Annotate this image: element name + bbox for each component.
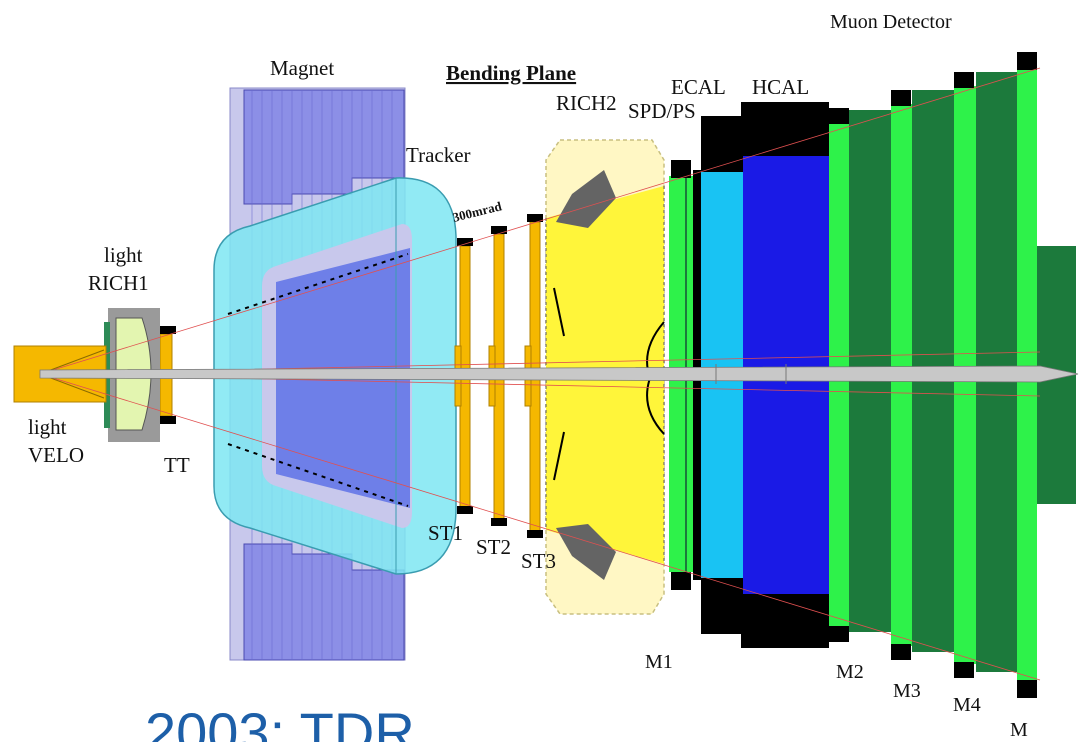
velo-label-line1: light (28, 415, 67, 439)
velo-label-line2: VELO (28, 443, 84, 467)
muon-support-block (1017, 680, 1037, 698)
st3-block (527, 214, 543, 222)
m4-label: M4 (953, 694, 981, 716)
beam-pipe-body (39, 365, 1079, 383)
angle-label: 300mrad (451, 198, 504, 225)
rich2-mirror-bottom (553, 431, 565, 481)
tracker-label: Tracker (406, 143, 471, 167)
rich2-photodetector-top (556, 170, 616, 228)
ecal-shield-top (701, 116, 743, 172)
bending-plane-label: Bending Plane (446, 61, 576, 85)
st1-label: ST1 (428, 521, 463, 545)
magnet-label: Magnet (270, 56, 334, 80)
slide-caption: 2003: TDR (145, 701, 415, 742)
m3-label: M3 (893, 680, 921, 702)
m1-label: M1 (645, 651, 673, 673)
spd-ps-label: SPD/PS (628, 99, 696, 123)
rich2-mirror-top (553, 287, 565, 337)
st3-label: ST3 (521, 549, 556, 573)
m2-label: M2 (836, 661, 864, 683)
rich1-label-line2: RICH1 (88, 271, 149, 295)
muon-support-block (954, 662, 974, 678)
hcal-shield-top (741, 102, 829, 158)
muon-support-block (1017, 52, 1037, 70)
st2-label: ST2 (476, 535, 511, 559)
acceptance-line-lower (39, 373, 1041, 681)
tt-block (160, 326, 176, 334)
muon-support-block (891, 90, 911, 106)
spd-ps-block (671, 572, 691, 590)
muon-support-block (829, 626, 849, 642)
muon-support-block (829, 108, 849, 124)
muon-support-block (891, 644, 911, 660)
rich2-photodetector-bottom (556, 524, 616, 580)
st1-block (457, 506, 473, 514)
hcal-label: HCAL (752, 75, 809, 99)
spd-ps-block (671, 160, 691, 178)
tt-label: TT (164, 453, 190, 477)
st2-block (491, 518, 507, 526)
hcal-shield-bottom (741, 592, 829, 648)
ecal-shield-bottom (701, 578, 743, 634)
tt-block (160, 416, 176, 424)
acceptance-line-upper (39, 67, 1041, 375)
rich2-label: RICH2 (556, 91, 617, 115)
muon-support-block (954, 72, 974, 88)
st1-block (457, 238, 473, 246)
m5-label: M (1010, 719, 1028, 741)
ecal-label: ECAL (671, 75, 726, 99)
muon-detector-label: Muon Detector (830, 11, 952, 33)
beam-pipe (39, 364, 1079, 384)
rich1-label-line1: light (104, 243, 143, 267)
st2-block (491, 226, 507, 234)
st3-block (527, 530, 543, 538)
